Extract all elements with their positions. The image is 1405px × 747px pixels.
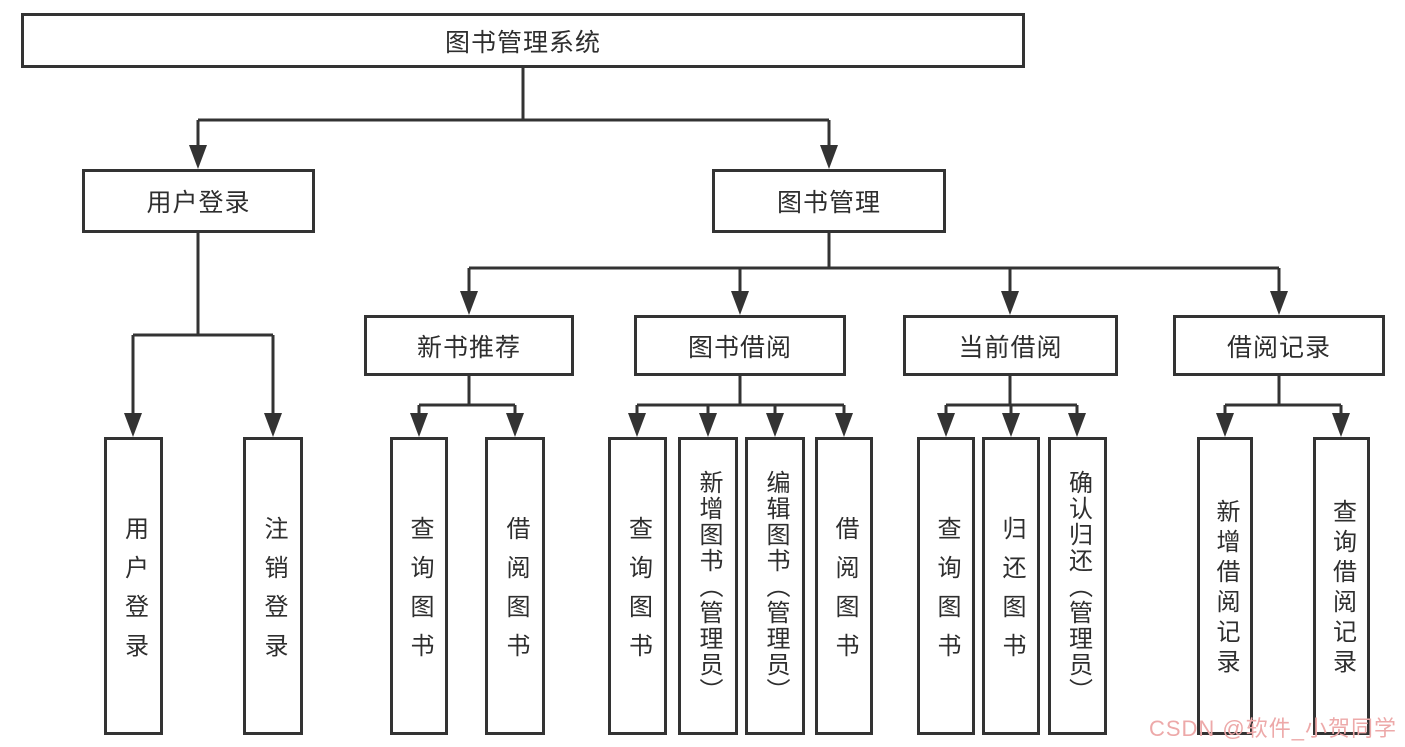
node-label: 用户登录 bbox=[146, 189, 251, 217]
leaf-query-book: 查询图书 bbox=[608, 437, 667, 735]
leaf-user-login: 用户登录 bbox=[104, 437, 163, 735]
connector-borrow-record-group bbox=[1216, 376, 1350, 437]
node-label: 注销登录 bbox=[260, 515, 287, 672]
leaf-add-borrow-record: 新增借阅记录 bbox=[1197, 437, 1253, 735]
csdn-watermark: CSDN @软件_小贺同学 bbox=[1148, 716, 1397, 741]
node-book-management: 图书管理 bbox=[712, 169, 946, 233]
leaf-add-book-admin: 新增图书（管理员） bbox=[678, 437, 738, 735]
arrow-down-icon bbox=[1270, 291, 1288, 315]
node-label: 查询图书 bbox=[406, 515, 433, 672]
arrow-down-icon bbox=[820, 145, 838, 169]
node-new-book-recommend: 新书推荐 bbox=[364, 315, 574, 376]
arrow-down-icon bbox=[1001, 291, 1019, 315]
connector-book-borrow-group bbox=[628, 376, 853, 437]
leaf-borrow-book: 借阅图书 bbox=[485, 437, 545, 735]
arrow-down-icon bbox=[699, 413, 717, 437]
node-label: 归还图书 bbox=[998, 515, 1025, 672]
arrow-down-icon bbox=[124, 413, 142, 437]
node-label: 查询图书 bbox=[933, 515, 960, 672]
arrow-down-icon bbox=[1002, 413, 1020, 437]
node-label: 借阅图书 bbox=[502, 515, 529, 672]
arrow-down-icon bbox=[410, 413, 428, 437]
arrow-down-icon bbox=[1332, 413, 1350, 437]
arrow-down-icon bbox=[628, 413, 646, 437]
node-label: 查询借阅记录 bbox=[1328, 499, 1356, 679]
leaf-return-book: 归还图书 bbox=[982, 437, 1040, 735]
node-system-root: 图书管理系统 bbox=[21, 13, 1025, 68]
node-label: 编辑图书（管理员） bbox=[762, 470, 789, 704]
node-label: 确认归还（管理员） bbox=[1064, 470, 1092, 704]
node-user-login: 用户登录 bbox=[82, 169, 315, 233]
arrow-down-icon bbox=[506, 413, 524, 437]
arrow-down-icon bbox=[1216, 413, 1234, 437]
connector-book-mgmt-to-level3 bbox=[460, 233, 1288, 315]
node-label: 新增借阅记录 bbox=[1212, 499, 1239, 679]
node-book-borrow: 图书借阅 bbox=[634, 315, 846, 376]
arrow-down-icon bbox=[937, 413, 955, 437]
arrow-down-icon bbox=[835, 413, 853, 437]
connector-root-to-level2 bbox=[189, 68, 838, 169]
leaf-confirm-return-admin: 确认归还（管理员） bbox=[1048, 437, 1107, 735]
node-label: 借阅记录 bbox=[1226, 333, 1331, 362]
leaf-borrow-book: 借阅图书 bbox=[815, 437, 873, 735]
leaf-query-book: 查询图书 bbox=[917, 437, 975, 735]
node-label: 当前借阅 bbox=[958, 333, 1063, 362]
node-label: 查询图书 bbox=[624, 515, 652, 672]
arrow-down-icon bbox=[731, 291, 749, 315]
node-current-borrow: 当前借阅 bbox=[903, 315, 1118, 376]
node-label: 图书管理系统 bbox=[444, 28, 601, 57]
node-label: 图书借阅 bbox=[687, 333, 792, 362]
node-label: 用户登录 bbox=[120, 515, 148, 672]
leaf-query-borrow-record: 查询借阅记录 bbox=[1313, 437, 1370, 735]
node-borrow-record: 借阅记录 bbox=[1173, 315, 1385, 376]
connector-current-borrow-group bbox=[937, 376, 1086, 437]
connector-new-book-group bbox=[410, 376, 524, 437]
leaf-edit-book-admin: 编辑图书（管理员） bbox=[745, 437, 805, 735]
arrow-down-icon bbox=[264, 413, 282, 437]
arrow-down-icon bbox=[766, 413, 784, 437]
node-label: 新书推荐 bbox=[416, 333, 521, 362]
arrow-down-icon bbox=[189, 145, 207, 169]
node-label: 借阅图书 bbox=[831, 515, 858, 672]
node-label: 图书管理 bbox=[776, 189, 881, 217]
connector-user-login-to-leaves bbox=[124, 233, 282, 437]
node-label: 新增图书（管理员） bbox=[695, 470, 722, 704]
arrow-down-icon bbox=[460, 291, 478, 315]
leaf-query-book: 查询图书 bbox=[390, 437, 448, 735]
arrow-down-icon bbox=[1068, 413, 1086, 437]
leaf-logout: 注销登录 bbox=[243, 437, 303, 735]
